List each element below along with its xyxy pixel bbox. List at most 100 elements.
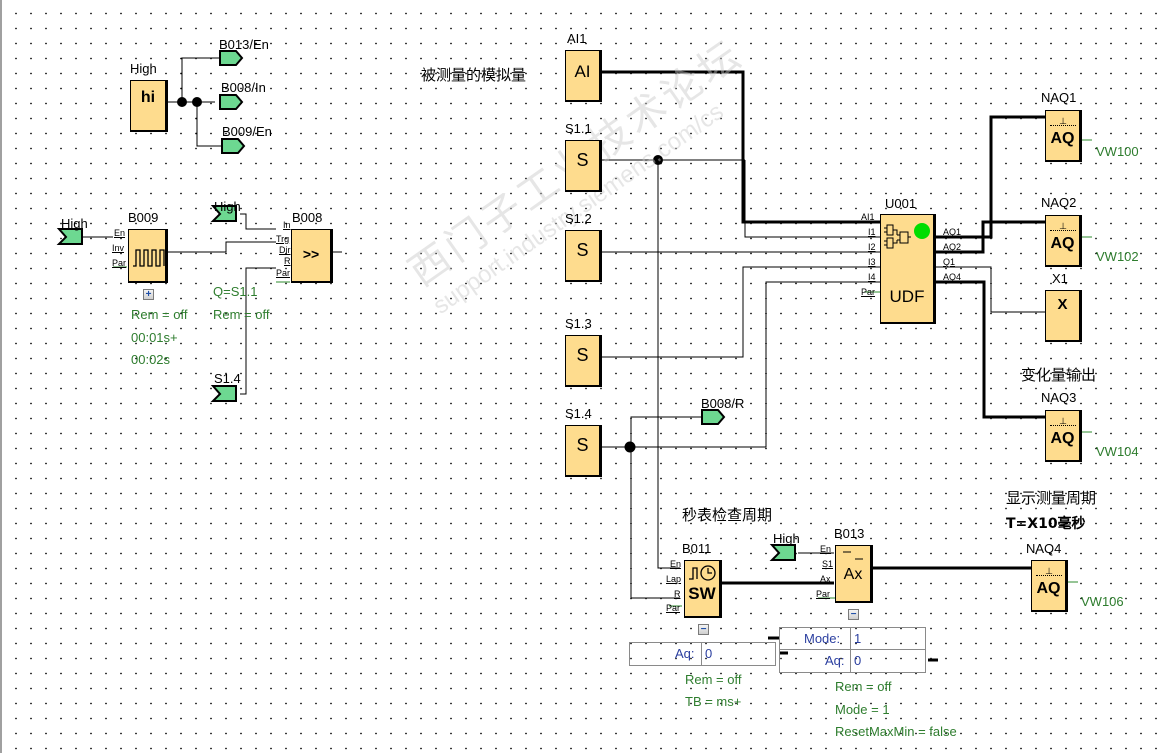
pin-label: I1 [868,227,876,237]
address-label: VW106 [1081,594,1124,609]
param-row: Mode: 1 [780,628,925,650]
block-x1[interactable]: X [1045,290,1082,342]
pin-label: Dir [279,245,291,255]
pin-label: Lap [666,574,682,584]
block-label-b009: B009 [128,210,159,225]
block-high[interactable]: hi [130,80,168,132]
param-key: Aq: [825,653,845,668]
connector-high-b013-icon [769,544,796,561]
pin-label: I2 [868,242,876,252]
wire-s14-b008r [240,267,276,395]
wire-aq4-to-naq3 [935,280,1046,419]
junction-dot [653,155,663,165]
wire-high-b008in [240,213,276,230]
pin-label: R [284,256,291,266]
pin-label: I3 [868,257,876,267]
b013-param-table: Mode: 1 Aq: 0 [779,627,926,673]
connector-label: S1.4 [214,371,241,386]
param-key: Aq: [675,646,695,661]
block-label-s13: S1.3 [565,316,592,331]
wire-s14 [601,281,880,448]
block-naq2[interactable]: ⊥ AQ [1045,215,1082,267]
block-s13[interactable]: S [565,335,602,387]
param-text: Rem = off [835,679,892,694]
param-text: Mode = 1 [835,702,890,717]
pin-label: Par [861,287,876,297]
param-key: Mode: [804,631,841,646]
wire-b009-out-to-b008trg [167,241,276,253]
block-naq4[interactable]: ⊥ AQ [1031,560,1068,612]
pin-label: AQ2 [943,242,962,252]
connector-b009en-icon [221,138,246,154]
block-naq1[interactable]: ⊥ AQ [1045,110,1082,162]
block-s14[interactable]: S [565,425,602,477]
pin-label: Trg [276,234,290,244]
analog-output-icon: ⊥ [1036,567,1062,576]
pin-label: AQ4 [943,272,962,282]
block-label-x1: X1 [1052,271,1068,286]
address-label: VW102 [1096,249,1139,264]
param-row: Aq: 0 [780,650,925,672]
block-b008[interactable]: >> [291,229,333,283]
connector-label: High [773,531,800,546]
pin-label: Par [276,268,291,278]
block-label-b008: B008 [292,210,323,225]
block-label-high: High [130,61,157,76]
block-s12[interactable]: S [565,230,602,282]
block-ai1[interactable]: AI [565,50,602,102]
block-b011[interactable]: SW [684,560,722,618]
block-b013[interactable]: Ax [835,545,873,603]
junction-dot [192,97,202,107]
param-value[interactable]: 1 [854,631,862,646]
analog-output-icon: ⊥ [1050,222,1076,231]
annotation-period-formula: T=X10毫秒 [1006,516,1086,532]
block-label-naq1: NAQ1 [1041,90,1077,105]
address-label: VW100 [1096,144,1139,159]
block-u001[interactable]: UDF [880,214,936,324]
connector-s14-icon [210,385,237,402]
connector-b008r-icon [701,409,726,425]
param-text: Rem = off [131,307,188,322]
param-text: Rem = off [213,307,270,322]
connector-high-b009-icon [56,228,83,245]
wire-s14-to-b008r [630,416,702,447]
address-label: VW104 [1096,444,1139,459]
b011-param-table: Aq: 0 [629,642,776,666]
block-s11[interactable]: S [565,140,602,192]
pin-label: Q1 [943,257,956,267]
param-value[interactable]: 0 [854,653,862,668]
expand-params-button[interactable]: + [143,289,154,300]
param-text: Q=S1.1 [213,284,258,299]
param-text: 00:01s+ [131,330,178,345]
wire-s13-to-i3 [601,266,880,358]
block-label-s12: S1.2 [565,211,592,226]
block-label-b013: B013 [834,526,865,541]
junction-dot [177,97,187,107]
connector-label: B008/R [701,396,745,411]
param-value[interactable]: 0 [705,646,713,661]
annotation-show-period: 显示测量周期 [1006,489,1097,507]
pin-label: Inv [112,243,125,253]
param-text: ResetMaxMin = false [835,724,957,739]
wire-q1-to-x1 [935,266,1046,313]
block-label-naq2: NAQ2 [1041,195,1077,210]
pin-label: AI1 [861,212,875,222]
pin-label: In [283,220,291,230]
connector-label: B008/In [221,80,266,95]
analog-output-icon: ⊥ [1050,417,1076,426]
max-min-icon [843,551,863,560]
pin-label: AQ1 [943,227,962,237]
connector-b013en-icon [219,50,244,66]
block-b009[interactable] [128,229,168,283]
wire-to-b009en [196,102,222,147]
stopwatch-icon [689,565,716,581]
block-naq3[interactable]: ⊥ AQ [1045,410,1082,462]
wire-s11-vertical [657,160,680,569]
collapse-params-button[interactable]: − [848,609,859,620]
param-text: Rem = off [685,672,742,687]
collapse-params-button[interactable]: − [698,624,709,635]
status-indicator-icon [914,223,930,239]
connector-label: High [61,216,88,231]
connector-label: B009/En [222,124,272,139]
